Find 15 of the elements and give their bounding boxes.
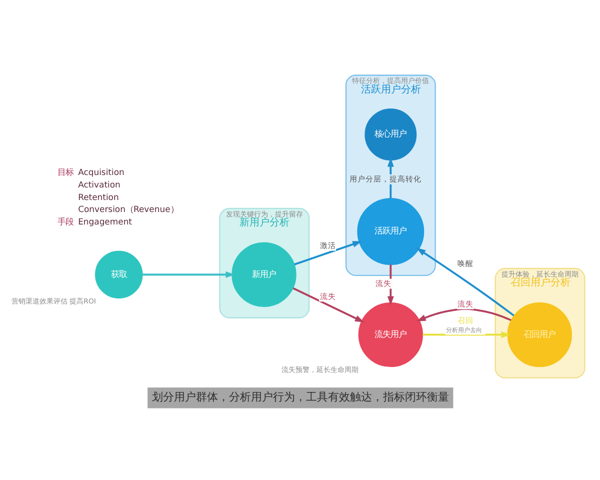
label: Acquisition — [78, 167, 124, 178]
edge-label: 流失 — [320, 292, 336, 301]
edge-label: 流失 — [376, 279, 392, 288]
label: Engagement — [78, 216, 132, 226]
label: Retention — [78, 192, 119, 202]
label: Conversion（Revenue） — [78, 204, 178, 214]
label: 目标 — [57, 167, 74, 178]
label: 手段 — [57, 216, 74, 226]
edge-label: 流失 — [458, 300, 474, 309]
edge-label: 唤醒 — [458, 258, 474, 268]
label: Activation — [78, 179, 120, 190]
edge-label: 用户分层，提高转化 — [349, 174, 422, 184]
edge-label: 激活 — [320, 241, 336, 250]
caption: 划分用户群体，分析用户行为，工具有效触达，指标闭环衡量 — [152, 390, 450, 404]
edge-label: 召回 — [458, 316, 474, 326]
